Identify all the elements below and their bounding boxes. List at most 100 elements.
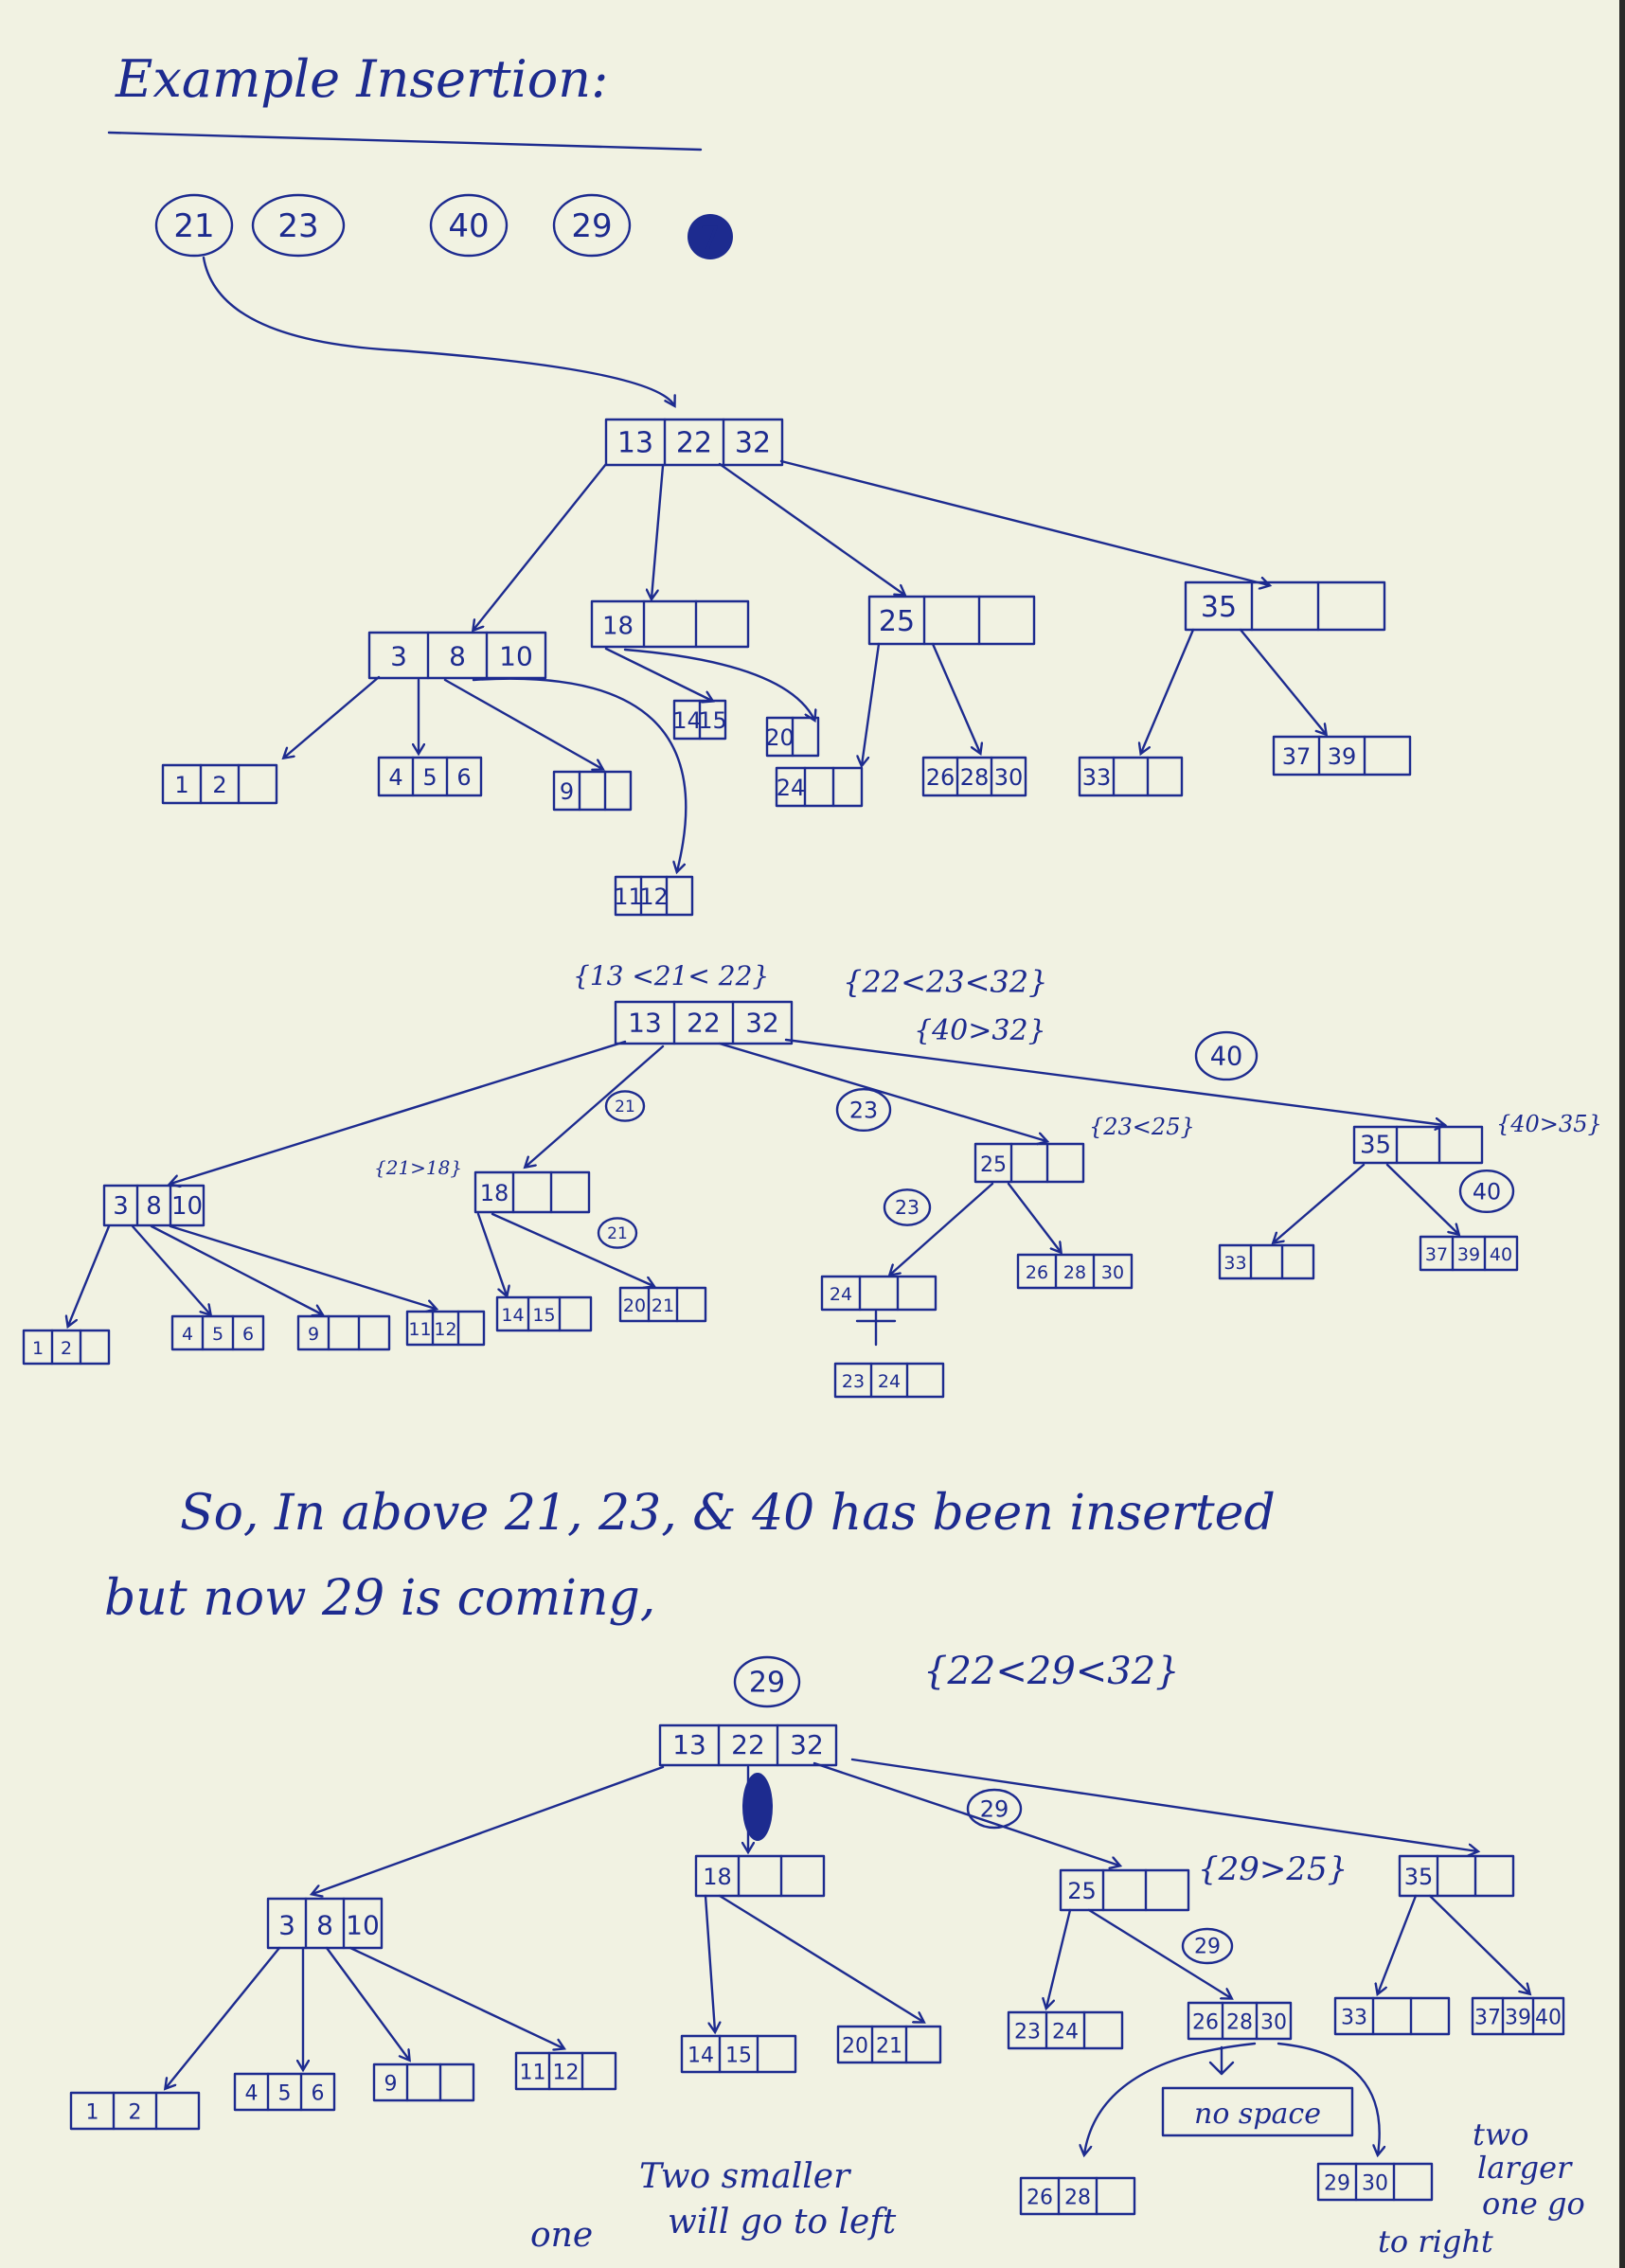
note-root-right2: {40>32} — [914, 1014, 1046, 1047]
key-3: 3 — [113, 1192, 129, 1221]
key-22: 22 — [676, 427, 712, 460]
key-35: 35 — [1360, 1131, 1391, 1159]
tree2-path-circle: 23 — [835, 1087, 892, 1133]
tree1-edge — [284, 675, 381, 758]
tree1-edge — [604, 647, 712, 701]
tree3-leaf-box — [1007, 2010, 1124, 2050]
key-14: 14 — [672, 707, 702, 734]
tree1-leaf: 20 — [765, 716, 820, 758]
key-12: 12 — [434, 1319, 456, 1340]
key-40: 40 — [1535, 2006, 1562, 2029]
tree1-node-25-box — [867, 595, 1036, 646]
key-20: 20 — [842, 2034, 868, 2058]
key-20: 20 — [765, 724, 795, 751]
incoming-key-circle-label: 29 — [749, 1667, 785, 1700]
tree3-edge — [312, 1765, 665, 1894]
tree2-node-25-box — [973, 1142, 1085, 1184]
key-2: 2 — [129, 2100, 142, 2124]
key-26: 26 — [1026, 1262, 1048, 1283]
tree1-edge — [443, 678, 602, 769]
note-root-left: {13 <21< 22} — [573, 960, 769, 991]
key-35: 35 — [1404, 1864, 1434, 1890]
tree2-split-leaf-box — [833, 1362, 945, 1399]
tree2-leaf: 33 — [1218, 1243, 1315, 1280]
tree2-path-circle-ring — [1458, 1169, 1515, 1214]
key-10: 10 — [499, 641, 533, 672]
tree2-leaf-box — [1218, 1243, 1315, 1280]
key-1: 1 — [32, 1338, 44, 1359]
insert-key-circle: 23 — [251, 193, 346, 258]
tree1-leaf-box — [552, 770, 633, 812]
tree2-leaf-box — [618, 1286, 707, 1323]
key-9: 9 — [560, 778, 574, 805]
note-root-29: {22<29<32} — [923, 1650, 1180, 1693]
tree3-leaf-box — [514, 2051, 617, 2091]
key-25: 25 — [980, 1153, 1007, 1177]
tree1-edge — [1141, 628, 1195, 753]
tree3-leaf-box — [69, 2091, 201, 2131]
tree3-leaf-box — [1333, 1996, 1451, 2036]
tree2-path-circle: 23 — [883, 1188, 932, 1226]
tree3-path-circle-ring — [966, 1788, 1023, 1830]
tree2-path-circle-ring — [604, 1090, 646, 1122]
tree3-node-25-box — [1059, 1868, 1190, 1912]
no-space-label: no space — [1194, 2098, 1321, 2131]
split-right-arrow — [1277, 2042, 1380, 2154]
tree3-leaf-box — [233, 2072, 336, 2112]
insert-key-label: 7 — [700, 220, 721, 258]
tree3-node-35: 35 — [1398, 1854, 1515, 1898]
tree2-leaf-box — [405, 1310, 486, 1347]
tree3-edge — [812, 1761, 1119, 1866]
key-33: 33 — [1341, 2006, 1367, 2029]
tree3-path-circle: 29 — [966, 1788, 1023, 1830]
key-6: 6 — [242, 1324, 254, 1345]
split-left-arrow — [1084, 2042, 1257, 2154]
key-25: 25 — [1067, 1878, 1097, 1904]
key-11: 11 — [408, 1319, 431, 1340]
incoming-key-circle: 29 — [733, 1655, 801, 1708]
key-23: 23 — [842, 1371, 865, 1392]
tree1-node-25: 25 — [867, 595, 1036, 646]
tree2-leaf-box — [820, 1275, 938, 1312]
tree1-node-35-box — [1184, 580, 1386, 632]
insert-key-circle-ring — [154, 193, 234, 258]
insert-key-circle-ring — [552, 193, 632, 258]
tree1-leaf-box — [1272, 735, 1412, 777]
tree2-path-circle-label: 21 — [607, 1224, 628, 1243]
key-14: 14 — [501, 1305, 524, 1326]
tree2-edge — [1274, 1163, 1366, 1242]
key-37: 37 — [1425, 1244, 1448, 1265]
tree3-edge — [348, 1946, 563, 2048]
no-space-box — [1161, 2086, 1354, 2137]
insert-key-circle — [688, 214, 733, 259]
tree3-node-18-box — [694, 1854, 826, 1898]
key-13: 13 — [672, 1729, 706, 1760]
key-40: 40 — [1490, 1244, 1512, 1265]
key-4: 4 — [182, 1324, 193, 1345]
tree2-path-circle-ring — [883, 1188, 932, 1226]
key-21: 21 — [876, 2034, 902, 2058]
tree2-leaf-box — [495, 1295, 593, 1332]
key-2: 2 — [212, 772, 226, 798]
key-2: 2 — [61, 1338, 72, 1359]
key-6: 6 — [456, 764, 471, 791]
tree1-node-18: 18 — [590, 599, 750, 649]
insert-key-circle-label: 21 — [173, 207, 214, 245]
insert-key-circle-label: 40 — [448, 207, 489, 245]
key-24: 24 — [1052, 2020, 1079, 2044]
tree3-leaf-box — [372, 2063, 475, 2102]
